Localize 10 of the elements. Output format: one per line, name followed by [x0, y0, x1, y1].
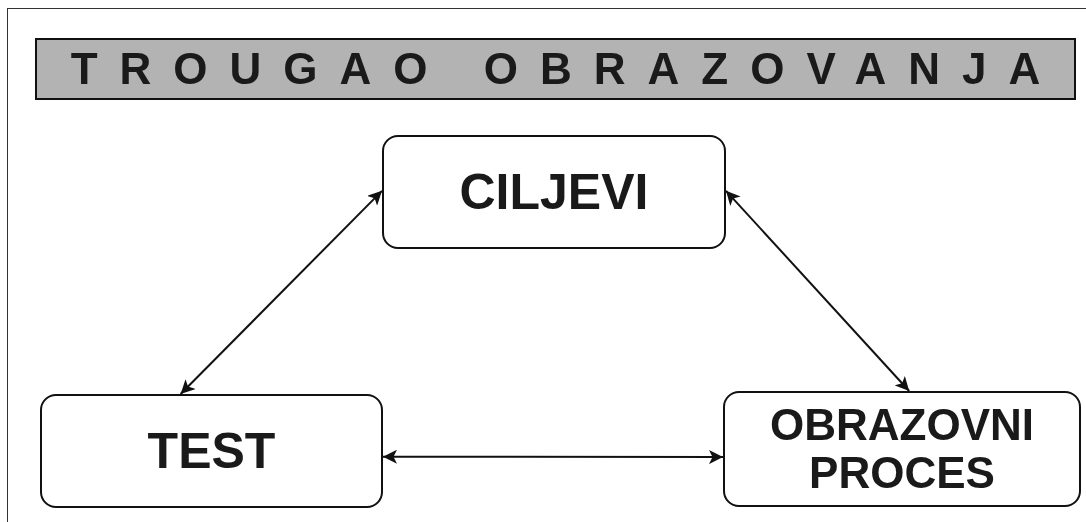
rounded-box [40, 394, 383, 508]
box-label: OBRAZOVNI PROCES [769, 400, 1035, 498]
box-label: CILJEVI [459, 164, 649, 220]
double-arrow [179, 189, 383, 395]
rounded-box [382, 135, 726, 249]
double-arrow [725, 189, 911, 392]
double-arrow [382, 449, 724, 465]
rounded-box [723, 391, 1081, 507]
title-text: TROUGAO OBRAZOVANJA [70, 44, 1063, 94]
box-label: TEST [147, 423, 276, 479]
